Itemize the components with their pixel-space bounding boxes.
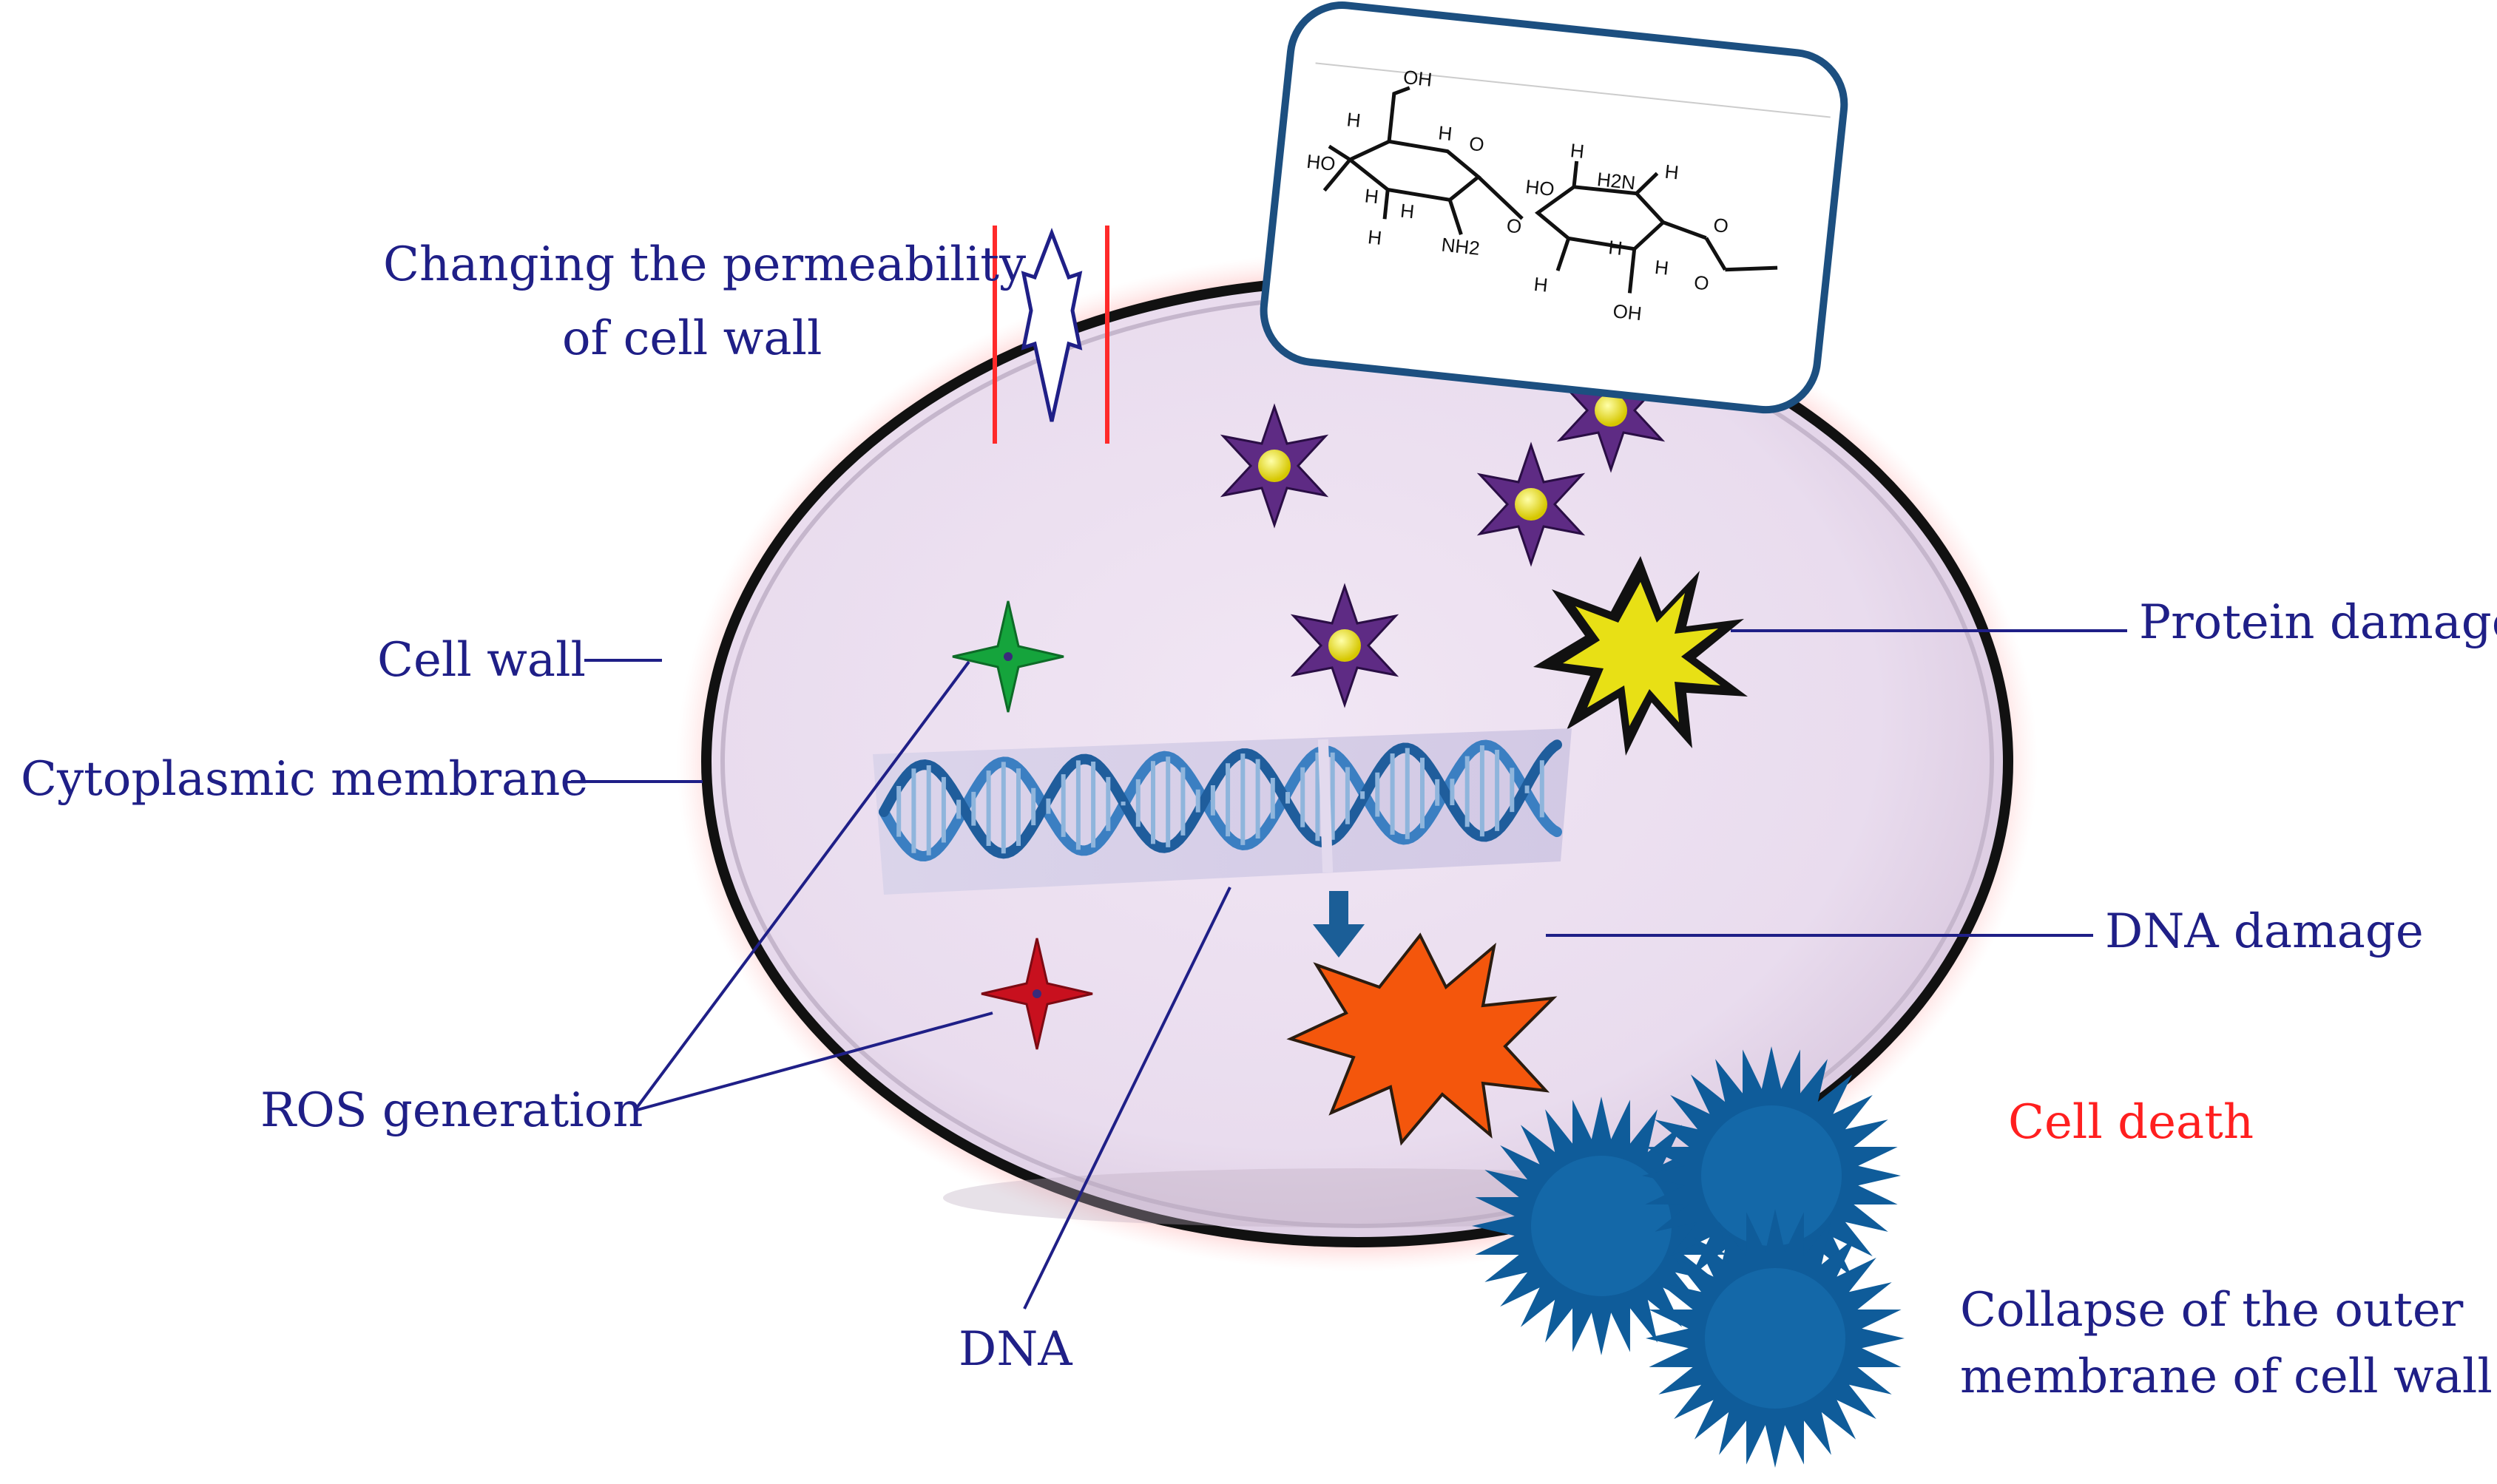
atom-label: OH	[1402, 66, 1433, 91]
down-arrow-icon	[1313, 891, 1365, 958]
atom-label: HO	[1305, 150, 1337, 175]
leader-lines	[571, 629, 2127, 1309]
purple-star-icon	[1476, 441, 1586, 567]
structure-frame	[1260, 1, 1848, 414]
protein-damage-burst-icon	[1533, 556, 1748, 756]
dna-label: DNA	[959, 1322, 1072, 1377]
atom-label: O	[1712, 214, 1729, 237]
blue-spiky-ball-icon	[1642, 1046, 1901, 1305]
ros-green-star-icon	[952, 600, 1064, 713]
ros-red-star-icon	[981, 938, 1093, 1050]
dna-break-gap	[1317, 739, 1334, 873]
chitosan-particles	[1220, 348, 1666, 708]
atom-label: OH	[1612, 299, 1643, 325]
channel-pore-icon	[1021, 228, 1083, 422]
atom-label: HO	[1524, 175, 1555, 200]
dna-base-pairs	[896, 745, 1544, 855]
chitosan-structure-inset: OH H H HO H O H NH2 H HO H2N H O H H O O…	[1260, 1, 1848, 414]
purple-star-icon	[1220, 403, 1329, 529]
atom-label: H	[1607, 236, 1623, 260]
dna-band	[873, 728, 1572, 895]
blue-spiky-ball-icon	[1472, 1097, 1731, 1355]
dna-leader	[1023, 887, 1231, 1309]
cell-death-label: Cell death	[2008, 1095, 2254, 1150]
permeability-label-line1: Changing the permeability	[383, 237, 1027, 292]
structure-atom-labels: OH H H HO H O H NH2 H HO H2N H O H H O O…	[1305, 66, 1729, 325]
purple-star-icon	[1290, 583, 1399, 708]
permeability-channel	[993, 226, 1109, 444]
chitosan-structure	[1315, 62, 1831, 294]
atom-label: H	[1399, 200, 1416, 223]
protein-damage-label: Protein damage	[2139, 595, 2497, 650]
atom-label: O	[1506, 214, 1523, 238]
ros-leader-red	[634, 1012, 993, 1112]
collapse-particles	[1472, 1046, 1905, 1468]
atom-label: H	[1364, 184, 1380, 208]
atom-label: H	[1570, 139, 1586, 163]
atom-label: H	[1367, 226, 1383, 249]
blue-spiky-ball-icon	[1646, 1209, 1905, 1468]
dna-strand-b	[879, 739, 1562, 859]
atom-label: H2N	[1596, 168, 1637, 194]
ros-generation-label: ROS generation	[260, 1083, 643, 1138]
atom-label: O	[1693, 271, 1710, 295]
atom-label: H	[1654, 256, 1670, 279]
dna-helix	[873, 728, 1572, 895]
atom-label: H	[1437, 121, 1453, 145]
ros-leader-green	[633, 660, 970, 1112]
atom-label: H	[1345, 108, 1362, 132]
cell-wall-label: Cell wall	[377, 633, 586, 688]
dna-damage-label: DNA damage	[2105, 904, 2424, 959]
cytoplasmic-membrane-label: Cytoplasmic membrane	[21, 752, 589, 807]
collapse-label-line2: membrane of cell wall	[1960, 1349, 2493, 1404]
dna-damage-burst-icon	[1286, 932, 1558, 1146]
atom-label: O	[1468, 132, 1485, 156]
permeability-label-line2: of cell wall	[562, 311, 822, 366]
collapse-label-line1: Collapse of the outer	[1960, 1283, 2464, 1338]
atom-label: H	[1663, 160, 1680, 184]
atom-label: H	[1533, 273, 1549, 297]
atom-label: NH2	[1440, 234, 1481, 260]
